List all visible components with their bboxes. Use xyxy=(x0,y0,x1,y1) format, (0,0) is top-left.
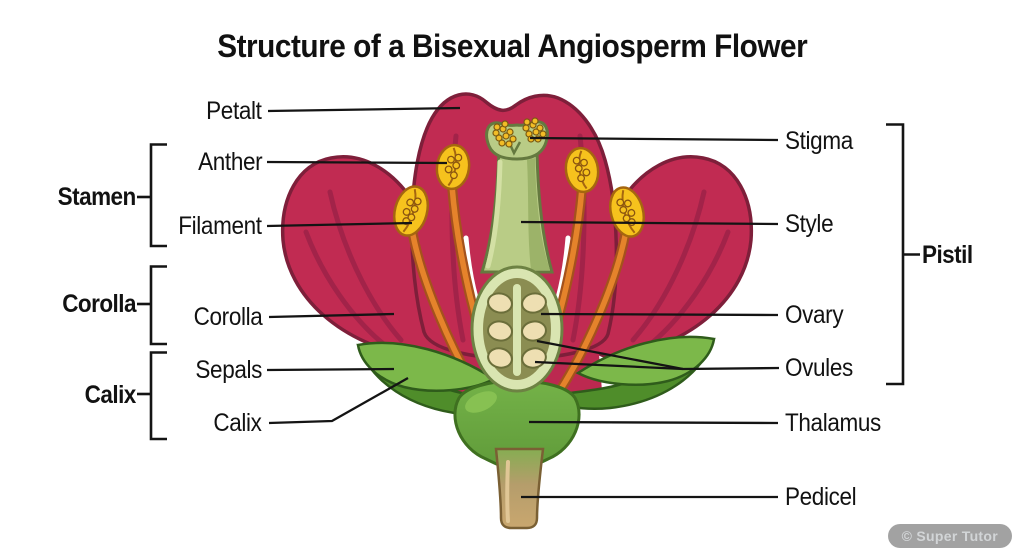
leader-line-style xyxy=(520,220,779,226)
ovary-shape xyxy=(470,265,564,393)
pistil-shape xyxy=(470,120,564,393)
bracket-corolla xyxy=(149,265,167,346)
anther-left-inner xyxy=(435,143,471,191)
group-label-stamen: Stamen xyxy=(57,183,137,211)
anther-right-inner xyxy=(564,146,600,194)
leader-line-ovary xyxy=(540,312,779,317)
ovules-shapes xyxy=(487,292,547,369)
pedicel-shape xyxy=(494,447,545,530)
label-ovules: Ovules xyxy=(785,354,853,382)
label-thalamus: Thalamus xyxy=(785,409,881,437)
group-label-calix: Calix xyxy=(84,381,137,409)
leader-line-thalamus xyxy=(528,420,779,425)
group-brackets xyxy=(137,123,920,441)
bracket-pistil xyxy=(886,123,905,386)
leader-lines xyxy=(266,106,780,499)
bracket-stamen xyxy=(149,143,167,248)
leader-line-anther xyxy=(266,160,448,165)
label-sepals: Sepals xyxy=(195,356,262,384)
label-calix-part: Calix xyxy=(213,409,263,437)
leader-line-petal xyxy=(267,106,461,113)
label-corolla-part: Corolla xyxy=(193,303,262,331)
label-stigma: Stigma xyxy=(785,127,853,155)
leader-line-sepals xyxy=(266,367,395,372)
group-label-pistil: Pistil xyxy=(922,241,973,269)
label-style: Style xyxy=(785,210,834,238)
diagram-title: Structure of a Bisexual Angiosperm Flowe… xyxy=(216,28,808,64)
anthers xyxy=(392,143,646,238)
anther-right-outer xyxy=(608,186,646,238)
leader-line-stigma xyxy=(529,136,779,142)
bracket-calix xyxy=(149,351,167,441)
label-ovary: Ovary xyxy=(785,301,844,329)
watermark-text: © Super Tutor xyxy=(901,528,998,544)
leader-line-filament xyxy=(266,221,413,228)
leader-line-ovules-2 xyxy=(534,360,684,371)
leader-line-corolla xyxy=(268,312,395,319)
watermark-badge: © Super Tutor xyxy=(887,524,1012,548)
group-label-corolla: Corolla xyxy=(62,290,136,318)
label-pedicel: Pedicel xyxy=(785,483,857,511)
label-anther: Anther xyxy=(197,148,263,176)
label-petal: Petalt xyxy=(206,97,263,125)
leader-line-calix xyxy=(268,376,409,425)
label-filament: Filament xyxy=(178,212,263,240)
